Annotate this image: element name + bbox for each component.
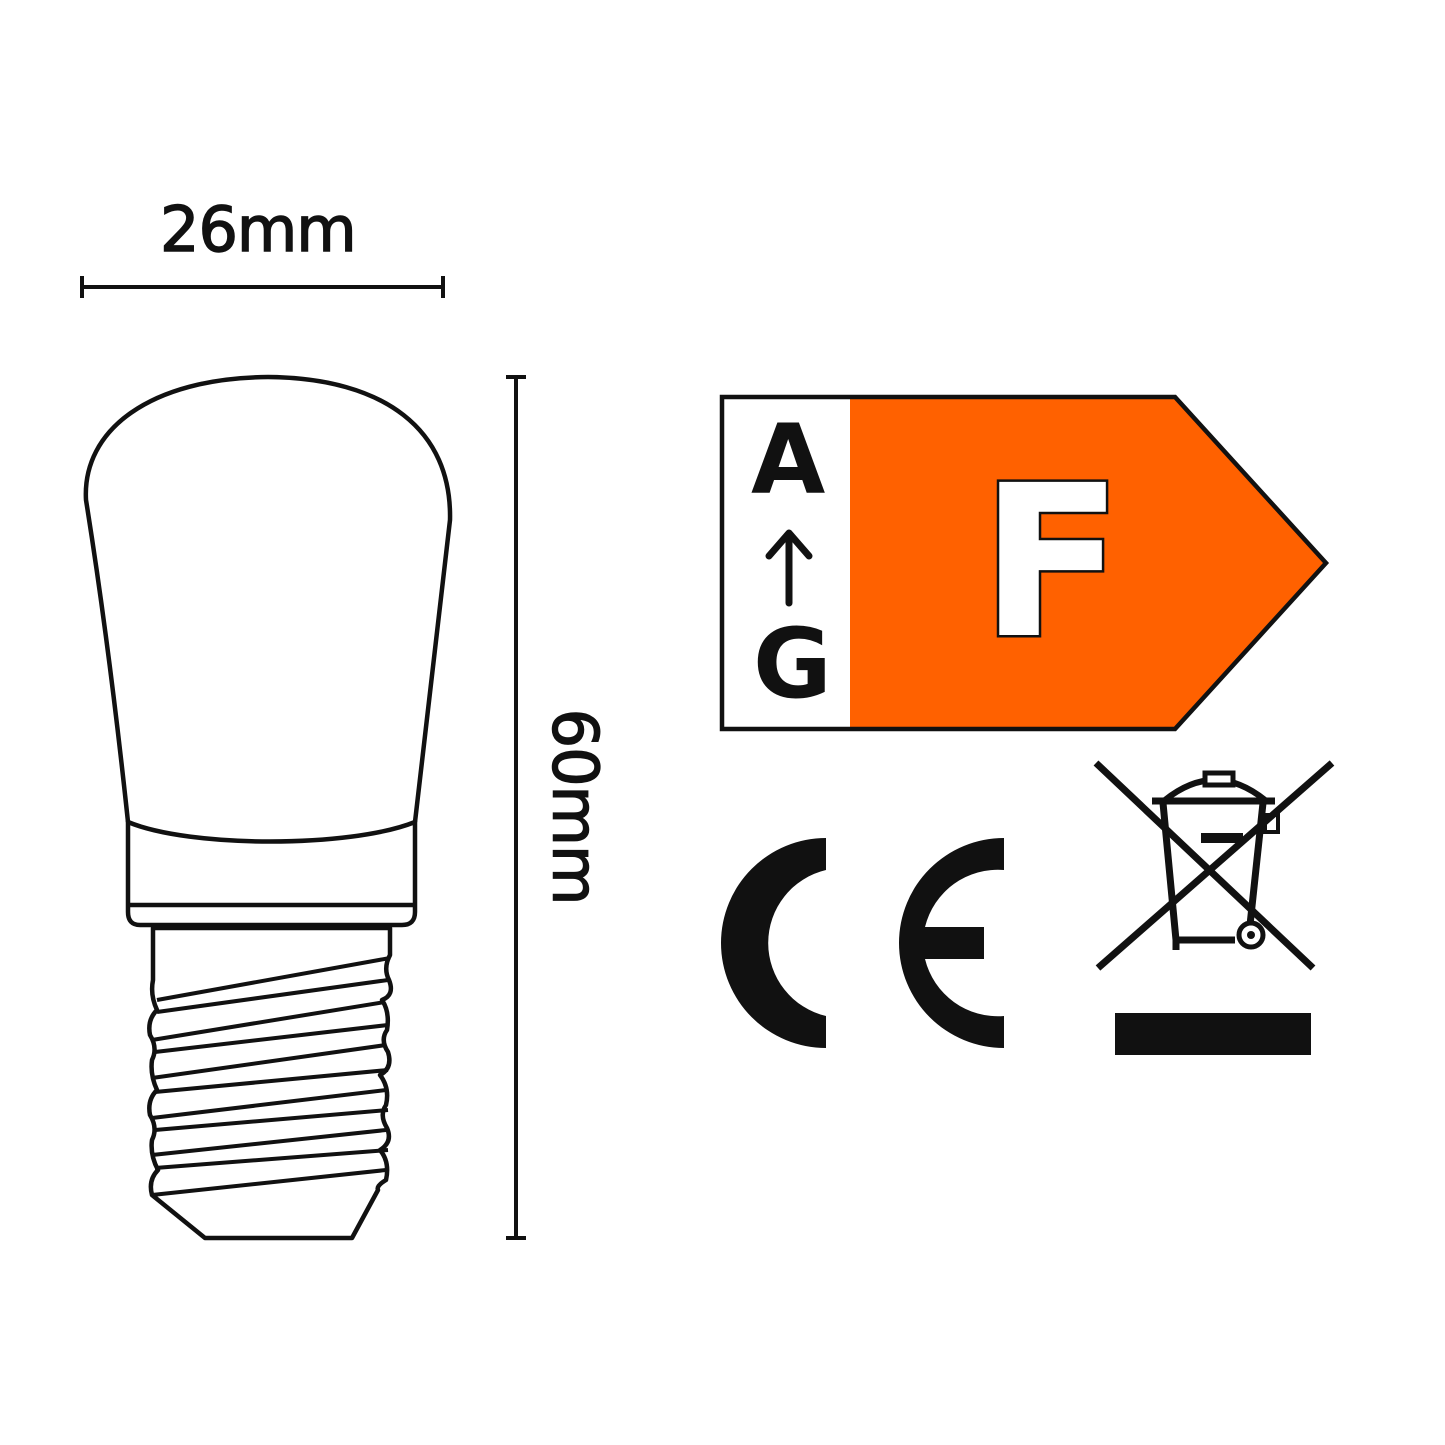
energy-rating-arrow — [850, 397, 1326, 729]
bulb-glass — [83, 374, 453, 823]
width-dimension-line — [80, 276, 445, 298]
energy-label-outline — [719, 394, 1330, 732]
bulb-collar — [125, 818, 418, 928]
weee-bin-icon — [1093, 760, 1335, 971]
height-dimension-line — [506, 375, 526, 1240]
screw-base — [147, 925, 394, 1241]
energy-scale-bottom: G — [753, 608, 832, 720]
energy-rating-class: F — [977, 440, 1125, 685]
width-dimension-label: 26mm — [159, 192, 357, 267]
height-dimension-label: 60mm — [538, 708, 613, 905]
energy-scale-top: A — [751, 404, 826, 516]
weee-bar-icon — [1115, 1013, 1311, 1055]
energy-label — [719, 394, 1330, 732]
arrow-up-icon — [765, 529, 813, 607]
ce-mark-icon — [721, 838, 1004, 1048]
